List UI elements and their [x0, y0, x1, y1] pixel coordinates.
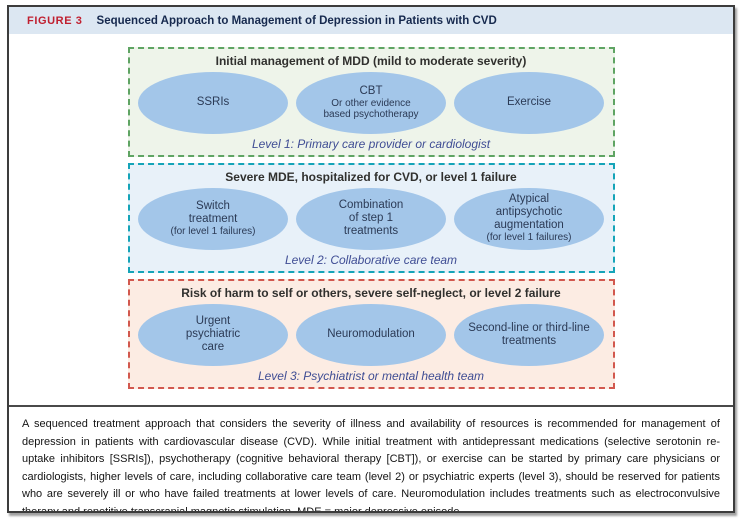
caption-line: therapy and repetitive transcranial magn… [22, 505, 463, 513]
node-label: CBT [359, 84, 383, 97]
caption-line: depression in patients with cardiovascul… [22, 435, 720, 448]
node-neuromodulation: Neuromodulation [296, 303, 446, 366]
level-2-heading: Severe MDE, hospitalized for CVD, or lev… [225, 170, 517, 184]
node-switch-treatment: Switch treatment (for level 1 failures) [138, 187, 288, 250]
caption-line: who are severely ill or who have failed … [22, 488, 720, 501]
figure-title: Sequenced Approach to Management of Depr… [96, 14, 497, 27]
node-label: Urgent psychiatric care [185, 315, 241, 353]
node-label: Second-line or third-line treatments [468, 321, 590, 347]
level-2-caption: Level 2: Collaborative care team [284, 253, 458, 267]
node-label: Switch treatment [188, 199, 238, 225]
level-2-nodes: Switch treatment (for level 1 failures) … [138, 187, 604, 250]
node-label: Atypical antipsychotic augmentation [494, 193, 564, 232]
node-combination-step1: Combination of step 1 treatments [296, 187, 446, 250]
node-label: Combination of step 1 treatments [338, 199, 404, 237]
level-1-box: Initial management of MDD (mild to moder… [127, 47, 615, 157]
level-3-caption: Level 3: Psychiatrist or mental health t… [257, 369, 485, 383]
level-3-nodes: Urgent psychiatric care Neuromodulation … [138, 303, 604, 366]
caption-divider [9, 405, 733, 407]
node-atypical-antipsychotic: Atypical antipsychotic augmentation (for… [454, 187, 604, 250]
level-3-heading: Risk of harm to self or others, severe s… [181, 286, 561, 300]
level-3-box: Risk of harm to self or others, severe s… [127, 279, 615, 389]
figure-frame: FIGURE 3 Sequenced Approach to Managemen… [7, 5, 735, 513]
level-1-caption: Level 1: Primary care provider or cardio… [251, 137, 491, 151]
diagram-area: Initial management of MDD (mild to moder… [9, 34, 733, 405]
node-exercise: Exercise [454, 71, 604, 134]
caption-line: uptake inhibitors [SSRIs]), psychotherap… [22, 453, 720, 466]
node-urgent-psychiatric-care: Urgent psychiatric care [138, 303, 288, 366]
node-label: SSRIs [196, 96, 230, 108]
node-cbt: CBT Or other evidence based psychotherap… [296, 71, 446, 134]
level-1-heading: Initial management of MDD (mild to moder… [215, 54, 527, 68]
node-sublabel: (for level 1 failures) [486, 232, 572, 244]
node-label: Exercise [506, 96, 552, 108]
caption-line: A sequenced treatment approach that cons… [22, 418, 720, 430]
figure-label: FIGURE 3 [27, 14, 83, 27]
node-sublabel: (for level 1 failures) [170, 225, 256, 237]
caption-line: cardiologists, higher levels of care, in… [22, 470, 720, 483]
node-label: Neuromodulation [327, 328, 415, 340]
figure-header: FIGURE 3 Sequenced Approach to Managemen… [9, 7, 733, 34]
node-ssris: SSRIs [138, 71, 288, 134]
node-sublabel: Or other evidence based psychotherapy [323, 97, 419, 121]
figure-caption: A sequenced treatment approach that cons… [9, 407, 733, 513]
level-2-box: Severe MDE, hospitalized for CVD, or lev… [127, 163, 615, 273]
level-1-nodes: SSRIs CBT Or other evidence based psycho… [138, 71, 604, 134]
node-second-third-line: Second-line or third-line treatments [454, 303, 604, 366]
